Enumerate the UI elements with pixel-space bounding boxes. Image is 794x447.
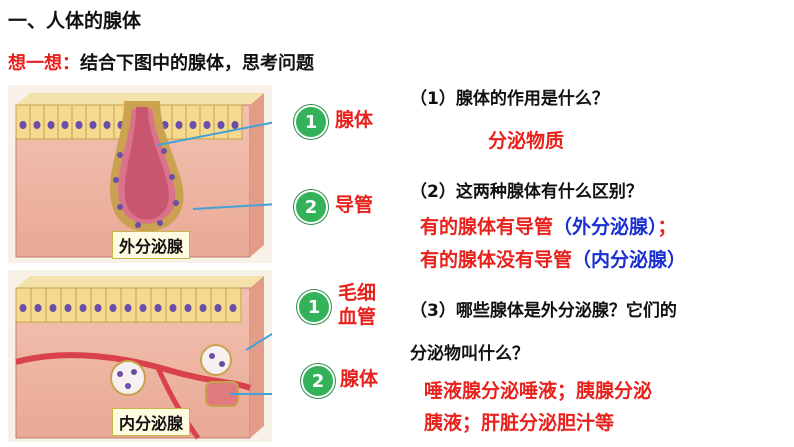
answer-2-endocrine: （内分泌腺） [572, 249, 687, 271]
question-1: （1）腺体的作用是什么？ [410, 89, 609, 109]
label-duct: 导管 [335, 194, 374, 216]
answer-2-with-duct: 有的腺体有导管 [420, 216, 554, 238]
answer-3-line1: 唾液腺分泌唾液；胰腺分泌 [424, 380, 653, 402]
endocrine-caption: 内分泌腺 [112, 408, 191, 436]
exocrine-gland-figure: 外分泌腺 [8, 85, 297, 263]
think-text: 结合下图中的腺体，思考问题 [80, 53, 314, 74]
label-capillary-line1: 毛细 [338, 282, 377, 304]
answer-1: 分泌物质 [488, 130, 565, 152]
answer-3-line2: 胰液；肝脏分泌胆汁等 [424, 412, 615, 434]
question-2: （2）这两种腺体有什么区别？ [410, 182, 643, 202]
label-number-gland-bottom: 2 [301, 364, 335, 398]
answer-2-exocrine: （外分泌腺） [553, 216, 658, 238]
question-3-line2: 分泌物叫什么？ [410, 344, 529, 364]
question-3-line1: （3）哪些腺体是外分泌腺？它们的 [410, 301, 677, 321]
answer-2-semicolon: ； [657, 216, 677, 238]
label-number-duct: 2 [294, 190, 328, 224]
answer-2-without-duct: 有的腺体没有导管 [420, 249, 573, 271]
label-gland-bottom: 腺体 [340, 368, 379, 390]
page-heading: 一、人体的腺体 [8, 10, 142, 32]
think-prompt: 想一想：结合下图中的腺体，思考问题 [8, 49, 314, 75]
endocrine-gland-illustration [8, 270, 299, 442]
label-capillary: 毛细 血管 [338, 281, 376, 329]
label-gland-top: 腺体 [335, 109, 374, 131]
label-capillary-line2: 血管 [338, 306, 377, 328]
endocrine-gland-figure: 内分泌腺 [8, 270, 299, 442]
exocrine-gland-illustration [8, 85, 297, 263]
label-number-gland-top: 1 [294, 105, 328, 139]
answer-2-line1: 有的腺体有导管（外分泌腺）； [420, 212, 677, 239]
think-prefix: 想一想： [8, 53, 80, 74]
exocrine-caption: 外分泌腺 [112, 231, 191, 259]
answer-2-line2: 有的腺体没有导管（内分泌腺） [420, 245, 686, 272]
label-number-capillary: 1 [297, 290, 331, 324]
